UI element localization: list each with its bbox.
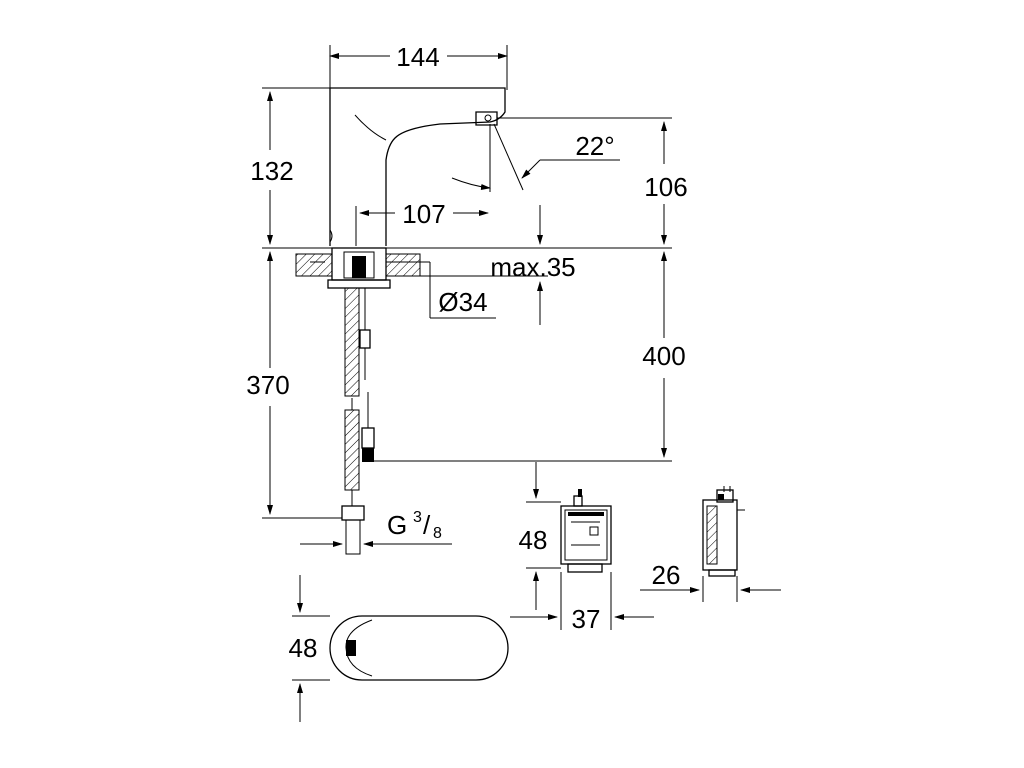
dim-hole-diameter: Ø34 bbox=[386, 261, 496, 319]
dim-deck-thickness: max.35 bbox=[420, 205, 576, 325]
label-connection-depth: 400 bbox=[642, 341, 685, 371]
base-top-view bbox=[329, 615, 509, 681]
label-spout-reach: 107 bbox=[402, 199, 445, 229]
label-hose-length: 370 bbox=[246, 370, 289, 400]
label-deck-thickness: max.35 bbox=[490, 252, 575, 282]
label-thread-main: G bbox=[387, 510, 407, 540]
dim-base-width: 48 bbox=[289, 575, 330, 722]
label-spout-angle: 22° bbox=[575, 131, 614, 161]
dim-thread: G 3 / 8 bbox=[300, 509, 452, 553]
dim-battery-depth: 26 bbox=[640, 560, 781, 602]
label-outlet-height: 106 bbox=[644, 172, 687, 202]
dim-spout-width: 144 bbox=[329, 42, 508, 90]
dim-battery-width: 37 bbox=[510, 572, 654, 634]
deck-section bbox=[295, 247, 421, 289]
dim-outlet-height: 106 bbox=[497, 117, 688, 245]
dim-body-height: 132 bbox=[250, 87, 330, 249]
label-body-height: 132 bbox=[250, 156, 293, 186]
label-battery-depth: 26 bbox=[652, 560, 681, 590]
label-spout-width: 144 bbox=[396, 42, 439, 72]
label-battery-height: 48 bbox=[519, 525, 548, 555]
dim-spout-reach: 107 bbox=[355, 199, 489, 246]
label-hole-diameter: Ø34 bbox=[438, 287, 487, 317]
label-thread-num: 3 bbox=[413, 509, 422, 526]
dim-hose-length: 370 bbox=[246, 251, 342, 519]
supply-hose bbox=[341, 287, 375, 555]
dim-spout-angle: 22° bbox=[451, 123, 620, 192]
label-thread-den: 8 bbox=[433, 525, 442, 542]
label-base-width: 48 bbox=[289, 633, 318, 663]
dim-battery-height: 48 bbox=[519, 462, 561, 610]
faucet-side-view bbox=[329, 87, 506, 246]
dim-connection-depth: 400 bbox=[366, 251, 686, 462]
label-battery-width: 37 bbox=[572, 604, 601, 634]
battery-box-front bbox=[560, 489, 612, 573]
battery-box-side bbox=[702, 486, 745, 577]
label-thread-slash: / bbox=[423, 510, 431, 540]
